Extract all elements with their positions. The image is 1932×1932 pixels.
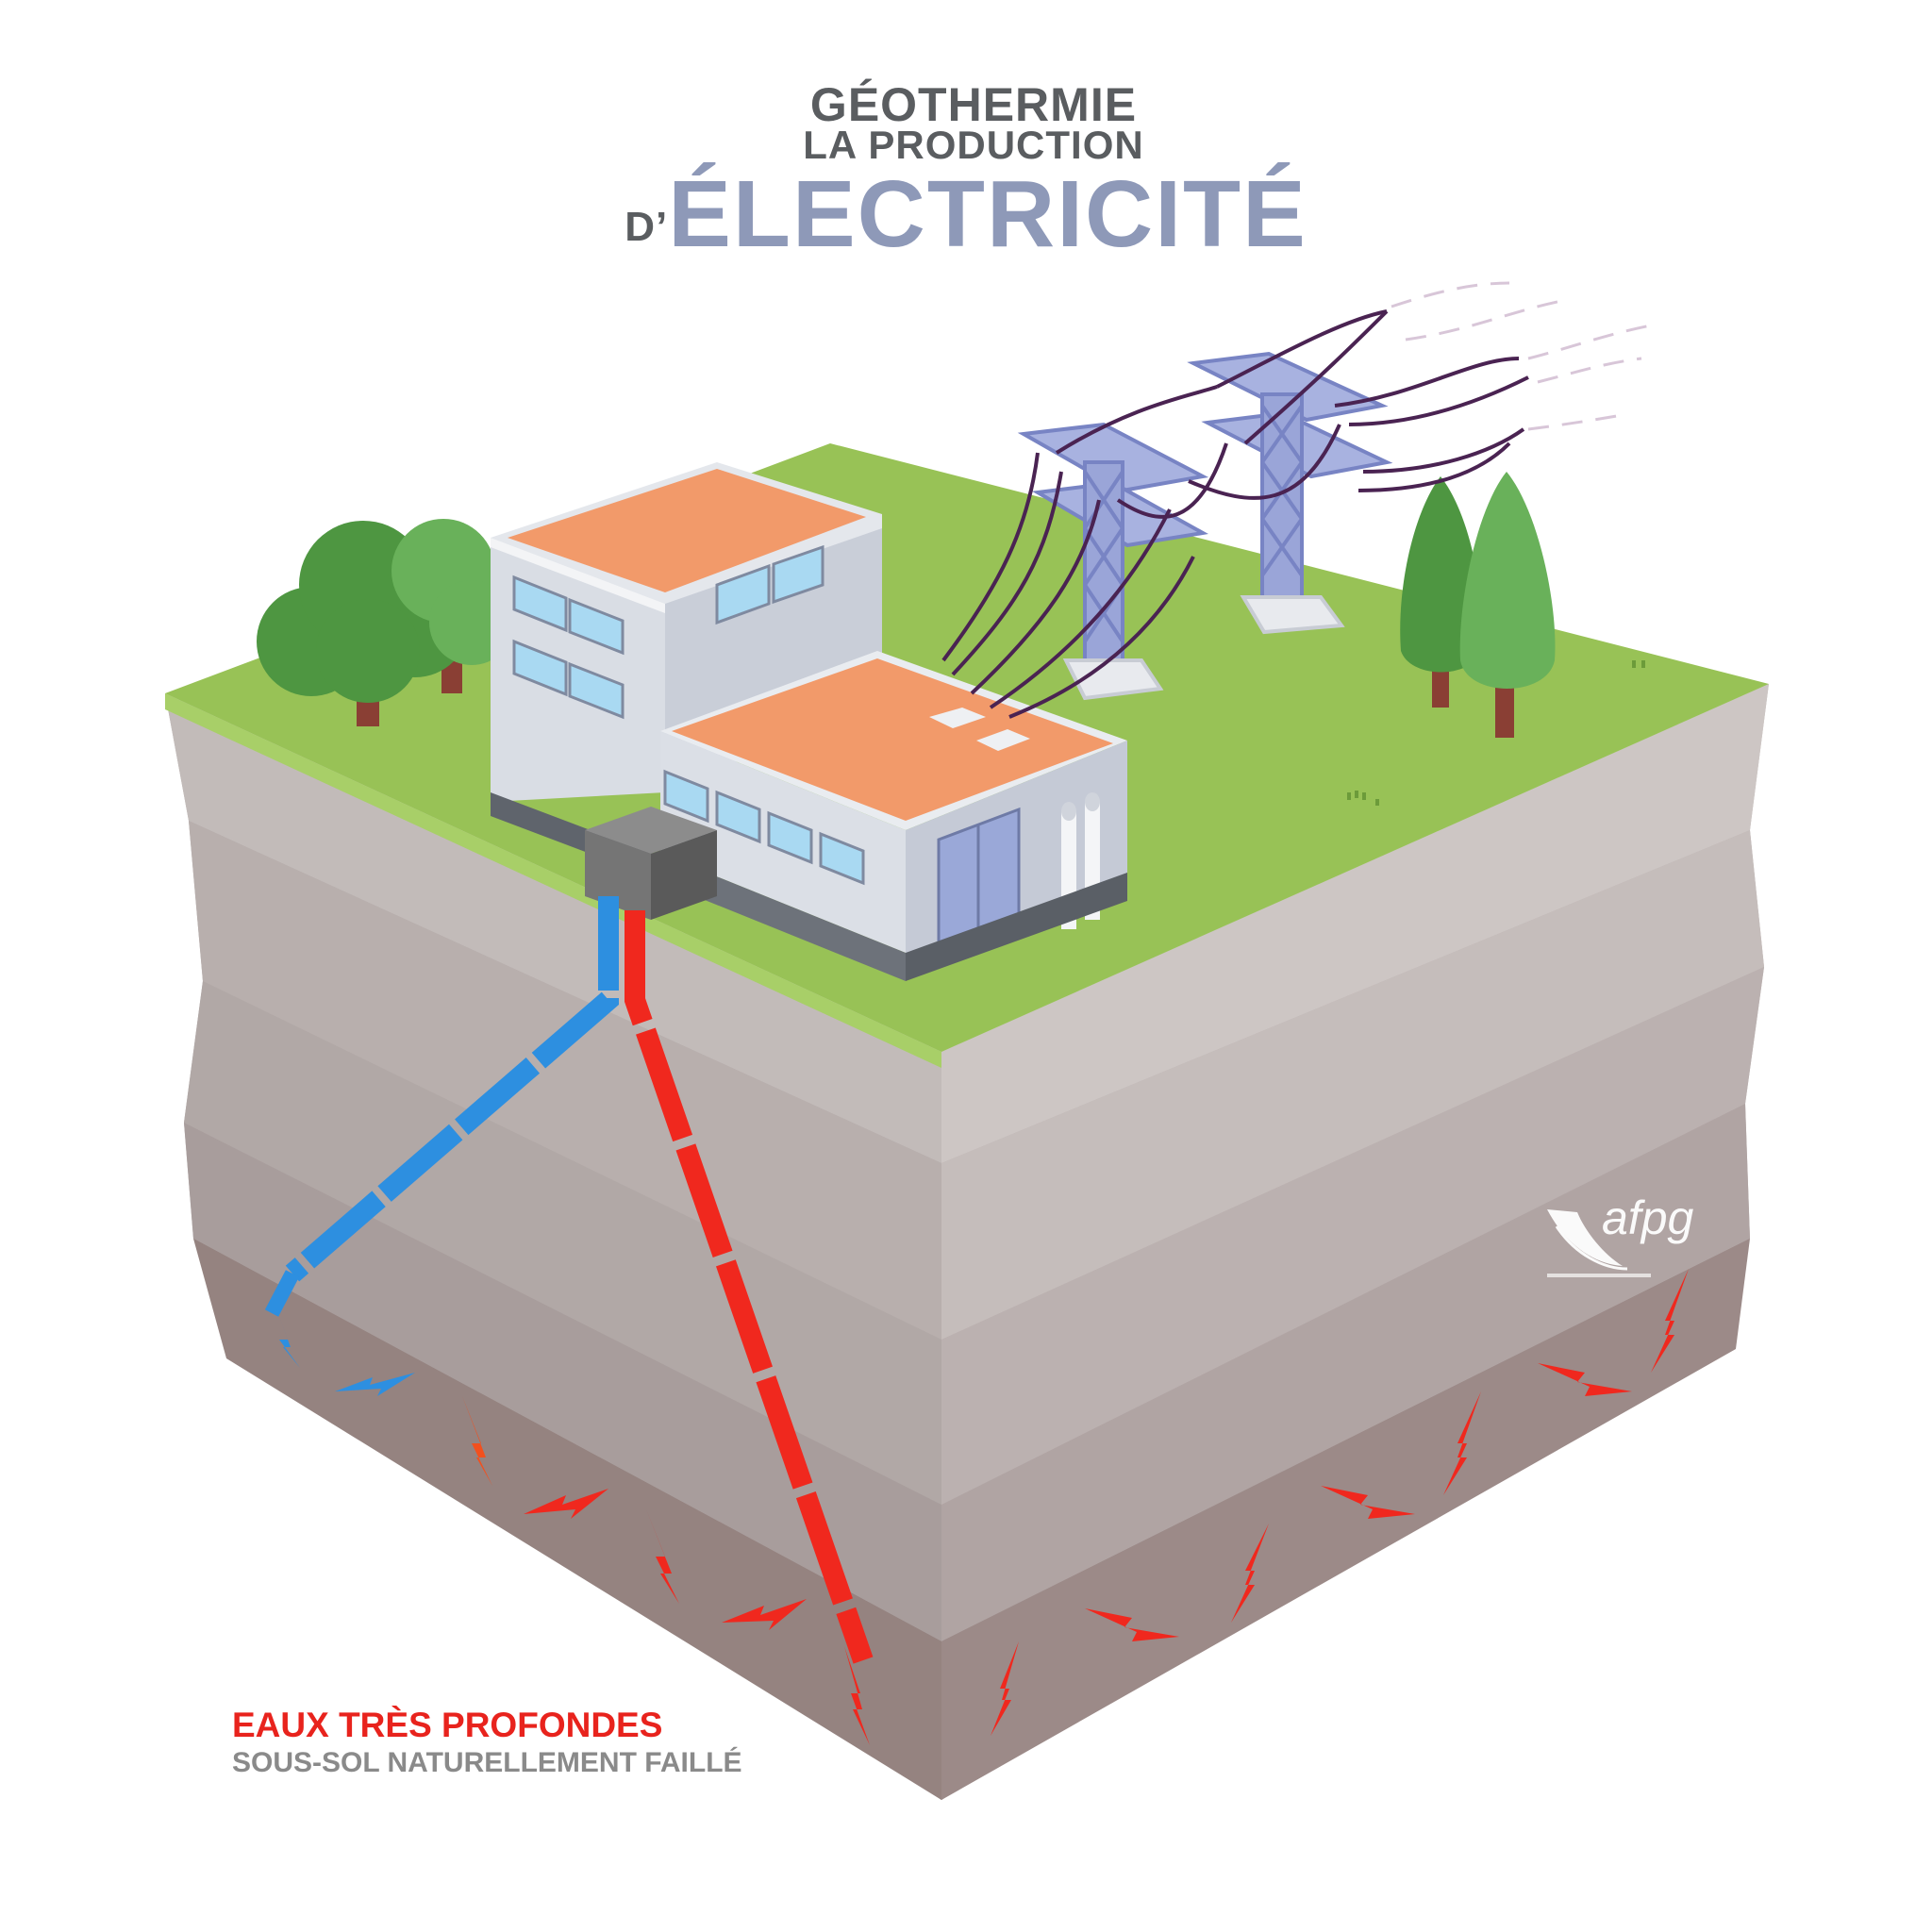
title-prefix: D’ bbox=[625, 204, 669, 250]
stratum-right-2 bbox=[941, 830, 1764, 1340]
windows bbox=[512, 544, 824, 720]
cable-dashes bbox=[1391, 281, 1652, 431]
deep-layer-right bbox=[941, 1239, 1750, 1800]
caption-sub: SOUS-SOL NATURELLEMENT FAILLÉ bbox=[232, 1747, 742, 1778]
power-plant-building bbox=[491, 462, 1127, 981]
cold-water-pipe bbox=[264, 896, 619, 1317]
title-line-2: LA PRODUCTION bbox=[803, 123, 1144, 167]
title-line-1: GÉOTHERMIE bbox=[809, 78, 1138, 131]
lightning-icon bbox=[646, 1509, 679, 1604]
lightning-icon bbox=[1443, 1391, 1481, 1495]
lightning-icon bbox=[1321, 1486, 1415, 1519]
grass-edge-left bbox=[165, 693, 941, 1068]
stratum-left-3 bbox=[184, 981, 941, 1505]
trees-right bbox=[1400, 472, 1556, 738]
afpg-logo-text: afpg bbox=[1602, 1191, 1694, 1244]
stratum-right-1 bbox=[941, 684, 1769, 1163]
title-line-3: D’ÉLECTRICITÉ bbox=[0, 160, 1932, 269]
lightning-icon bbox=[524, 1489, 608, 1519]
roof-low bbox=[672, 658, 1113, 821]
grass-tufts bbox=[1347, 660, 1645, 806]
lightning-icon bbox=[722, 1599, 807, 1630]
stratum-right-3 bbox=[941, 967, 1764, 1505]
fault-lightning-symbols bbox=[275, 1269, 1689, 1745]
roof-tall bbox=[508, 469, 866, 592]
power-cables bbox=[941, 309, 1529, 719]
deep-layer-left-b bbox=[193, 1239, 941, 1800]
trees-left bbox=[257, 519, 514, 726]
lightning-icon bbox=[991, 1641, 1019, 1736]
afpg-logo-icon bbox=[1547, 1209, 1651, 1277]
hot-water-pipe bbox=[625, 910, 874, 1664]
lightning-icon bbox=[1231, 1524, 1269, 1623]
lightning-icon bbox=[335, 1373, 415, 1396]
lightning-icon bbox=[844, 1646, 870, 1745]
stratum-left-1 bbox=[165, 693, 941, 1163]
lightning-icon bbox=[1085, 1608, 1179, 1641]
caption-main: EAUX TRÈS PROFONDES bbox=[232, 1706, 663, 1744]
lightning-icon bbox=[1651, 1269, 1689, 1373]
stratum-left-4 bbox=[184, 1123, 941, 1641]
stratum-left-2 bbox=[189, 821, 941, 1340]
title-main: ÉLECTRICITÉ bbox=[668, 161, 1307, 267]
power-pylons bbox=[1017, 351, 1393, 701]
lightning-icon bbox=[1538, 1363, 1632, 1396]
stratum-right-4 bbox=[941, 1104, 1750, 1641]
